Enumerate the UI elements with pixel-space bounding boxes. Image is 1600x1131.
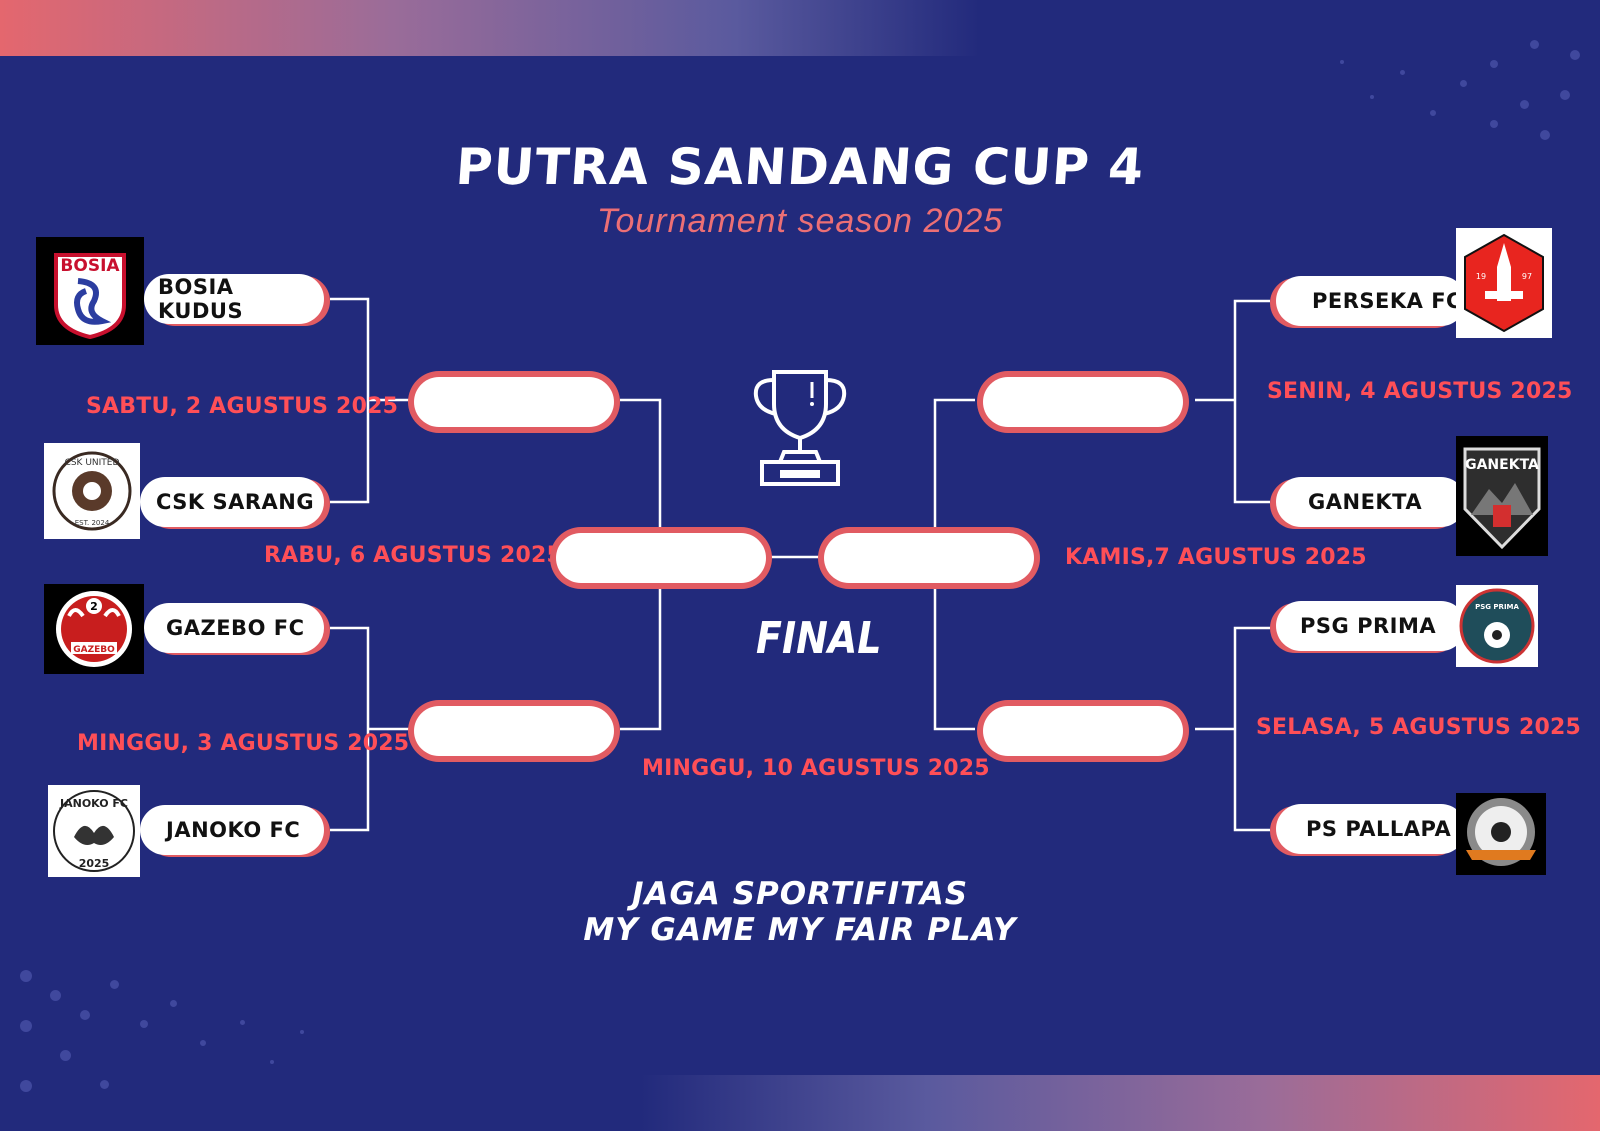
date-final: MINGGU, 10 AGUSTUS 2025 <box>642 756 990 781</box>
trophy-icon <box>748 364 852 492</box>
team-janoko-fc: JANOKO FC <box>140 805 324 855</box>
svg-text:GAZEBO: GAZEBO <box>73 645 115 655</box>
psg-prima-logo: PSG PRIMA <box>1456 585 1538 667</box>
quarter-winner-slot-4 <box>983 706 1183 756</box>
svg-text:2025: 2025 <box>79 857 110 870</box>
slogan-line-1: JAGA SPORTIFITAS <box>631 876 969 912</box>
bottom-gradient-bar <box>640 1075 1600 1131</box>
date-match-4: SELASA, 5 AGUSTUS 2025 <box>1256 715 1581 740</box>
team-ganekta: GANEKTA <box>1276 477 1466 527</box>
team-label: PERSEKA FC <box>1312 289 1462 313</box>
svg-text:97: 97 <box>1522 272 1532 281</box>
date-match-3: SENIN, 4 AGUSTUS 2025 <box>1267 379 1573 404</box>
svg-text:EST. 2024: EST. 2024 <box>75 519 110 527</box>
team-label: PS PALLAPA <box>1306 817 1452 841</box>
final-label: FINAL <box>756 612 882 664</box>
team-perseka-fc: PERSEKA FC <box>1276 276 1466 326</box>
bosia-logo: BOSIA <box>36 237 144 345</box>
svg-text:PSG PRIMA: PSG PRIMA <box>1475 603 1519 611</box>
csk-logo: CSK UNITED EST. 2024 <box>44 443 140 539</box>
team-label: PSG PRIMA <box>1300 614 1437 638</box>
ps-pallapa-logo <box>1456 793 1546 875</box>
team-label: GAZEBO FC <box>166 616 305 640</box>
team-psg-prima: PSG PRIMA <box>1276 601 1466 651</box>
date-match-2: MINGGU, 3 AGUSTUS 2025 <box>77 731 410 756</box>
svg-text:GANEKTA: GANEKTA <box>1465 457 1539 473</box>
slogan-line-2: MY GAME MY FAIR PLAY <box>583 912 1017 948</box>
top-gradient-bar <box>0 0 980 56</box>
team-gazebo-fc: GAZEBO FC <box>144 603 324 653</box>
ganekta-logo: GANEKTA <box>1456 436 1548 556</box>
gazebo-logo: 2 GAZEBO <box>44 584 144 674</box>
team-label: CSK SARANG <box>156 490 315 514</box>
svg-text:BOSIA: BOSIA <box>60 256 120 276</box>
perseka-logo: 19 97 <box>1456 228 1552 338</box>
team-label: JANOKO FC <box>166 818 301 842</box>
janoko-logo: JANOKO FC 2025 <box>48 785 140 877</box>
date-match-1: SABTU, 2 AGUSTUS 2025 <box>86 394 399 419</box>
quarter-winner-slot-3 <box>983 377 1183 427</box>
svg-text:JANOKO FC: JANOKO FC <box>59 797 128 810</box>
team-label: BOSIA KUDUS <box>158 275 244 323</box>
finalist-slot-right <box>824 533 1034 583</box>
svg-text:CSK UNITED: CSK UNITED <box>65 458 120 468</box>
svg-text:19: 19 <box>1476 272 1486 281</box>
team-ps-pallapa: PS PALLAPA <box>1276 804 1466 854</box>
date-semi-2: KAMIS,7 AGUSTUS 2025 <box>1065 545 1367 570</box>
team-label: GANEKTA <box>1308 490 1423 514</box>
page-subtitle: Tournament season 2025 <box>596 202 1004 240</box>
team-bosia-kudus: BOSIA KUDUS <box>144 274 324 324</box>
quarter-winner-slot-2 <box>414 706 614 756</box>
dot-pattern-top-right <box>1100 0 1600 160</box>
svg-text:2: 2 <box>90 600 98 613</box>
quarter-winner-slot-1 <box>414 377 614 427</box>
dot-pattern-bottom-left <box>0 950 500 1131</box>
date-semi-1: RABU, 6 AGUSTUS 2025 <box>264 543 562 568</box>
team-csk-sarang: CSK SARANG <box>140 477 324 527</box>
finalist-slot-left <box>556 533 766 583</box>
